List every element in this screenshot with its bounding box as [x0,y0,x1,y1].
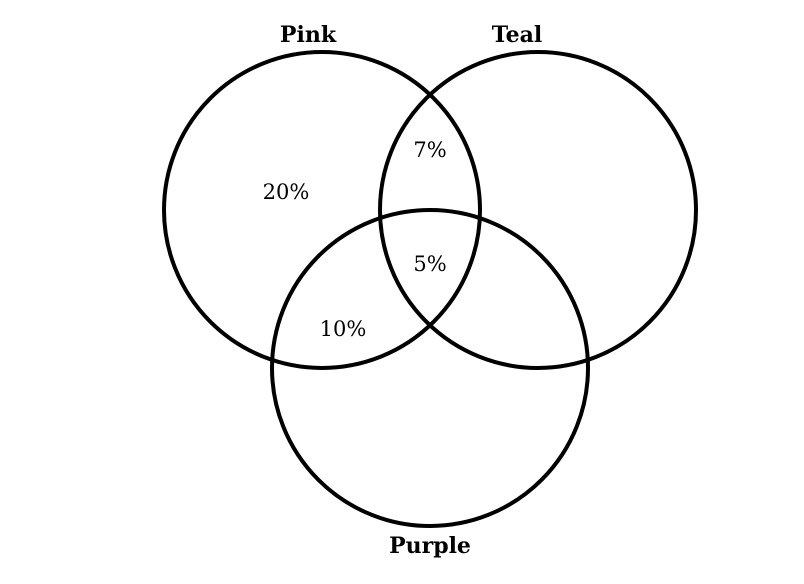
purple-circle [270,208,590,528]
pink-set-label: Pink [280,22,337,48]
teal-set-label: Teal [492,22,542,48]
pink-circle [162,50,482,370]
teal-circle [378,50,698,370]
purple-set-label: Purple [389,533,471,559]
all-three-region-label: 5% [413,252,446,276]
pink-teal-region-label: 7% [413,138,446,162]
pink-purple-region-label: 10% [320,317,367,341]
pink-only-region-label: 20% [263,180,310,204]
